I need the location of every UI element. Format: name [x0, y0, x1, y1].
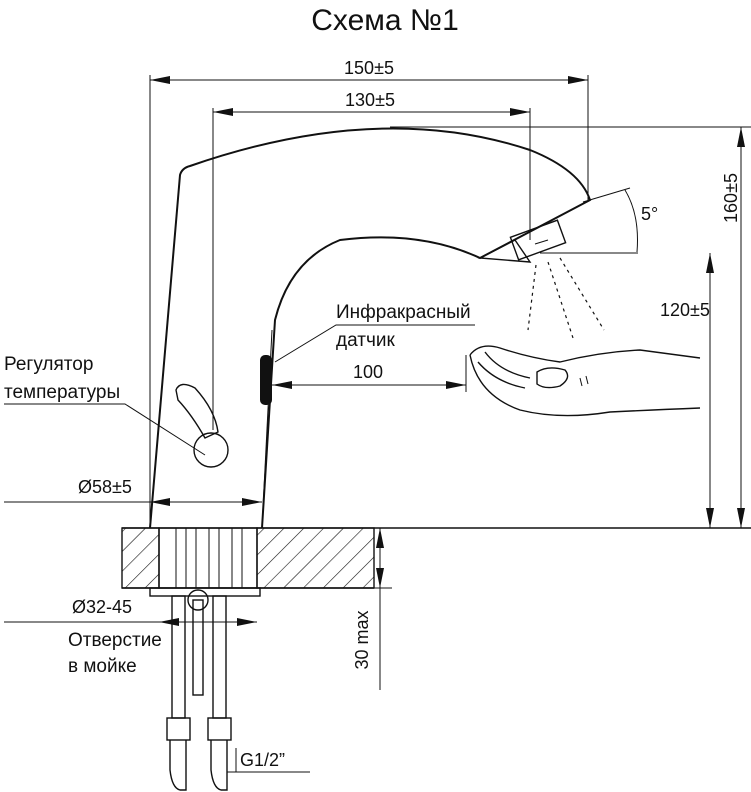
dim-max-thickness — [374, 528, 392, 690]
spout-head — [477, 187, 638, 263]
dim-hole-diameter — [4, 618, 257, 626]
dim-height-spout — [706, 253, 714, 528]
regulator-leader — [4, 403, 206, 456]
width-total-label: 150±5 — [344, 58, 394, 78]
sensor-label-line1: Инфракрасный — [336, 302, 471, 323]
base-diameter-label: Ø58±5 — [78, 477, 132, 497]
sensor-distance-label: 100 — [353, 362, 383, 382]
water-spray — [527, 257, 605, 339]
dim-width-spout — [212, 108, 531, 430]
faucet-body — [149, 127, 592, 529]
sensor-leader — [274, 324, 475, 363]
mounting-fixture — [149, 527, 261, 791]
infrared-sensor — [260, 355, 272, 405]
regulator-label-line2: температуры — [4, 382, 120, 403]
diagram-title: Схема №1 — [311, 4, 459, 37]
sensor-label-line2: датчик — [336, 330, 395, 351]
dim-base-diameter — [4, 498, 262, 506]
width-spout-label: 130±5 — [345, 90, 395, 110]
hole-label-line1: Отверстие — [68, 630, 162, 651]
countertop-section — [121, 527, 375, 589]
hole-label-line2: в мойке — [68, 656, 137, 677]
hole-diameter-label: Ø32-45 — [72, 597, 132, 617]
hand-illustration — [469, 345, 701, 417]
height-total-label: 160±5 — [721, 173, 741, 223]
max-thickness-label: 30 max — [352, 610, 372, 669]
dim-width-total — [149, 75, 589, 528]
temperature-regulator — [175, 383, 229, 468]
dim-height-total — [390, 126, 751, 528]
height-spout-label: 120±5 — [660, 300, 710, 320]
regulator-label-line1: Регулятор — [4, 354, 93, 375]
dim-sensor-distance — [272, 355, 467, 392]
angle-label: 5° — [641, 204, 658, 224]
thread-label: G1/2” — [240, 750, 285, 770]
